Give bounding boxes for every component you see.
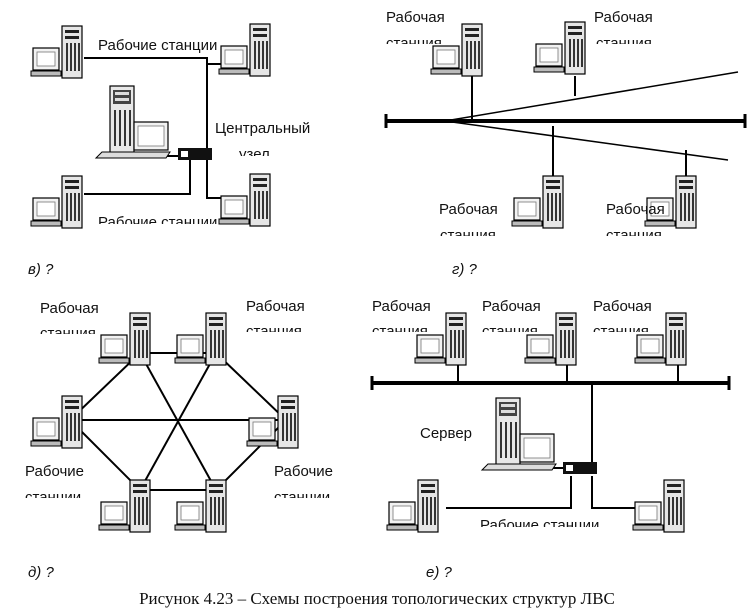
workstation-icon xyxy=(386,479,439,533)
workstation-icon xyxy=(174,312,227,366)
workstation-icon xyxy=(30,25,83,79)
workstation-icon xyxy=(430,23,483,77)
label-clip: станция xyxy=(482,323,538,340)
label-workstations-bottom: Рабочие станции xyxy=(480,517,599,534)
label-clip: Рабочие станции xyxy=(480,517,599,534)
workstation-icon xyxy=(246,395,299,449)
star-wire-bl xyxy=(84,158,191,195)
label-workstations: Рабочие xyxy=(274,463,333,480)
star-wire-br xyxy=(206,158,243,199)
label-workstation: Рабочая xyxy=(372,298,431,315)
workstation-icon xyxy=(414,312,467,366)
label-central-node-line2: узел xyxy=(239,146,270,163)
workstation-icon xyxy=(533,21,586,75)
mesh-link xyxy=(139,352,217,491)
label-workstation-line2: станция xyxy=(40,325,96,342)
sublabel-g: г) ? xyxy=(452,261,478,278)
sublabel-d: д) ? xyxy=(28,564,54,581)
workstation-icon xyxy=(30,395,83,449)
label-workstation-line2: станция xyxy=(606,227,662,244)
workstation-icon xyxy=(174,479,227,533)
label-clip: станция xyxy=(246,323,302,340)
workstation-icon xyxy=(511,175,564,229)
label-workstations: Рабочие xyxy=(25,463,84,480)
label-clip: станция xyxy=(386,35,442,52)
workstation-icon xyxy=(524,312,577,366)
diagram-mesh: Рабочая станция Рабочая станция Рабочие … xyxy=(25,298,333,581)
label-workstation: Рабочая xyxy=(593,298,652,315)
workstation-icon xyxy=(218,173,271,227)
workstation-icon xyxy=(30,175,83,229)
label-central-node: Центральный xyxy=(215,120,310,137)
label-clip: станции xyxy=(25,489,81,506)
label-clip: станция xyxy=(593,323,649,340)
bus-branch-up xyxy=(444,71,739,122)
label-workstation-line2: станция xyxy=(246,323,302,340)
label-clip: станция xyxy=(596,35,652,52)
bus-branch-down xyxy=(444,120,729,161)
label-clip: узел xyxy=(239,146,270,163)
label-clip: станция xyxy=(606,227,662,244)
label-workstation: Рабочая xyxy=(40,300,99,317)
label-workstation-line2: станция xyxy=(386,35,442,52)
workstation-icon xyxy=(98,479,151,533)
central-computer-icon xyxy=(95,85,171,159)
label-workstations-line2: станции xyxy=(25,489,81,506)
label-workstation-line2: станция xyxy=(596,35,652,52)
central-node-hub-icon xyxy=(178,148,212,160)
diagram-hybrid: Рабочая станция Рабочая станция Рабочая … xyxy=(370,298,731,581)
label-workstation-line2: станция xyxy=(593,323,649,340)
workstation-icon xyxy=(634,312,687,366)
label-workstations-bottom: Рабочие станции xyxy=(98,214,217,231)
label-workstation: Рабочая xyxy=(482,298,541,315)
label-server: Сервер xyxy=(420,425,472,442)
label-workstation: Рабочая xyxy=(439,201,498,218)
hub-wire-left xyxy=(446,476,572,509)
label-workstation: Рабочая xyxy=(606,201,665,218)
workstation-icon xyxy=(98,312,151,366)
label-workstation: Рабочая xyxy=(246,298,305,315)
diagram-bus: Рабочая станция Рабочая станция Рабочая … xyxy=(384,9,747,278)
label-clip: станция xyxy=(440,227,496,244)
label-clip: станции xyxy=(274,489,330,506)
label-clip: Рабочие станции xyxy=(98,214,217,231)
label-workstations-line2: станции xyxy=(274,489,330,506)
workstation-icon xyxy=(218,23,271,77)
server-icon xyxy=(481,397,557,471)
hub-icon xyxy=(563,462,597,474)
diagram-star: Рабочие станции Центральный узел Рабочие… xyxy=(28,23,310,278)
label-workstation-line2: станция xyxy=(482,323,538,340)
label-workstations-top: Рабочие станции xyxy=(98,37,217,54)
label-clip: станция xyxy=(40,325,96,342)
label-workstation: Рабочая xyxy=(386,9,445,26)
sublabel-e: е) ? xyxy=(426,564,453,581)
label-workstation-line2: станция xyxy=(440,227,496,244)
label-workstation-line2: станция xyxy=(372,323,428,340)
label-workstation: Рабочая xyxy=(594,9,653,26)
label-clip: станция xyxy=(372,323,428,340)
sublabel-v: в) ? xyxy=(28,261,54,278)
workstation-icon xyxy=(632,479,685,533)
figure-caption: Рисунок 4.23 – Схемы построения топологи… xyxy=(139,589,615,608)
